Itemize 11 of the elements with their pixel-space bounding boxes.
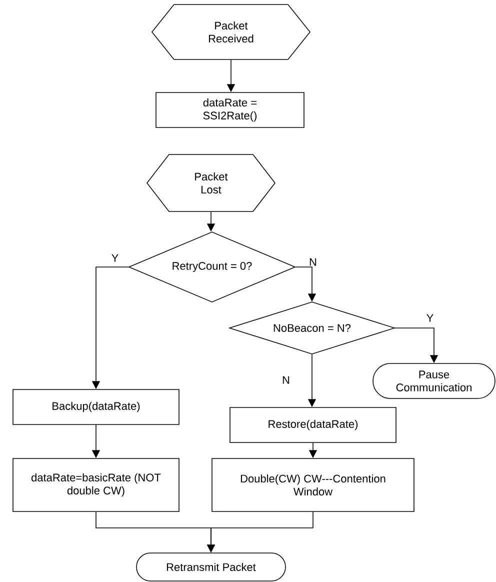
process-box: dataRate=basicRate (NOT double CW) [12,458,180,512]
edge-label: N [310,258,316,266]
edge-label: Y [112,254,118,262]
terminal-box: Pause Communication [372,363,496,399]
process-box: Double(CW) CW---Contention Window [212,458,414,512]
process-box: dataRate = SSI2Rate() [156,92,304,128]
process-box: Restore(dataRate) [230,407,396,443]
process-box: Backup(dataRate) [12,389,180,425]
terminal-box: Retransmit Packet [136,552,286,582]
edge-label: N [282,376,290,384]
edge-label: Y [426,314,434,322]
